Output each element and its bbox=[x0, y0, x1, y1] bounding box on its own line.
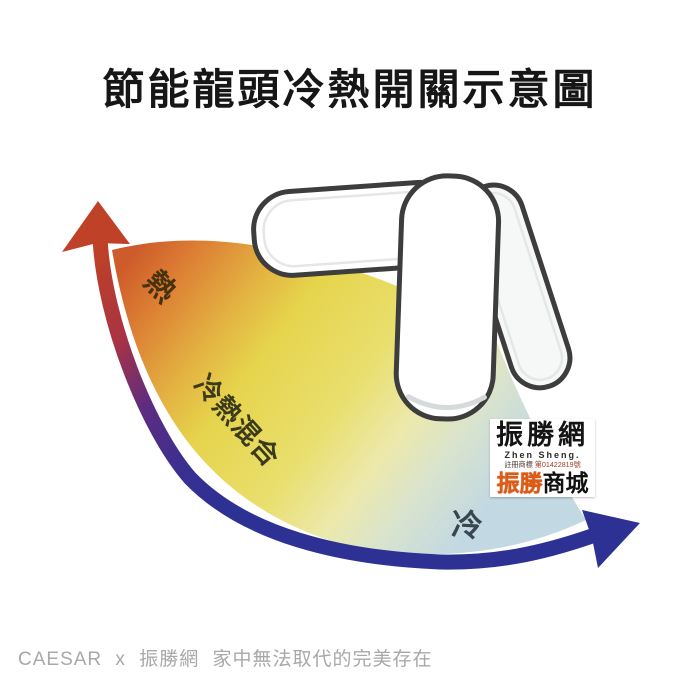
faucet-body-shade bbox=[405, 394, 487, 411]
hot-arrow-head-icon bbox=[62, 201, 130, 252]
watermark-romanized: Zhen Sheng. bbox=[504, 450, 581, 460]
faucet-handle bbox=[251, 173, 573, 422]
watermark: 振勝網 Zhen Sheng. 註冊商標 第01422819號 振勝商城 bbox=[490, 419, 595, 497]
watermark-shop-prefix: 振勝 bbox=[496, 469, 543, 496]
watermark-trademark-number: 第01422819號 bbox=[534, 460, 581, 469]
watermark-shop-suffix: 商城 bbox=[542, 469, 589, 496]
footer-caption: CAESAR x 振勝網 家中無法取代的完美存在 bbox=[18, 649, 433, 670]
cold-label: 冷 bbox=[451, 507, 484, 544]
cold-arrow-head-icon bbox=[582, 510, 640, 568]
watermark-name: 振勝網 bbox=[496, 420, 589, 450]
diagram-title: 節能龍頭冷熱開關示意圖 bbox=[102, 66, 598, 113]
watermark-trademark-label: 註冊商標 bbox=[504, 460, 533, 469]
temperature-arc-arrow bbox=[92, 237, 595, 570]
faucet-body bbox=[393, 173, 502, 422]
watermark-shop: 振勝商城 bbox=[492, 469, 593, 496]
watermark-trademark: 註冊商標 第01422819號 bbox=[495, 461, 591, 468]
